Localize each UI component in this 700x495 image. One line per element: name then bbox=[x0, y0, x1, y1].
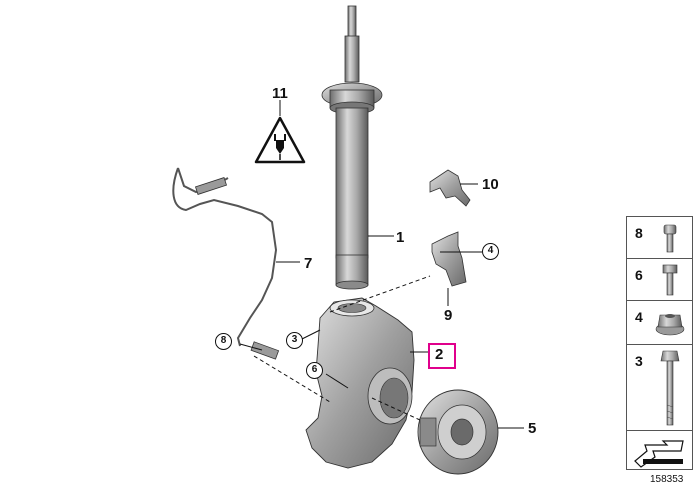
circled-callout-3: 3 bbox=[286, 332, 303, 349]
legend-number: 4 bbox=[635, 309, 643, 325]
circled-callout-4: 4 bbox=[482, 243, 499, 260]
legend-number: 3 bbox=[635, 353, 643, 369]
callout-1: 1 bbox=[396, 229, 405, 246]
circled-callout-8: 8 bbox=[215, 333, 232, 350]
bracket-part-10 bbox=[429, 169, 471, 207]
reference-arrow-icon bbox=[634, 440, 684, 468]
callout-11: 11 bbox=[272, 85, 288, 102]
socket-bolt-icon bbox=[663, 224, 677, 253]
legend-item: 6 bbox=[627, 259, 692, 301]
legend-item: 8 bbox=[627, 217, 692, 259]
callout-9: 9 bbox=[444, 307, 453, 324]
long-bolt-icon bbox=[660, 350, 680, 426]
abs-sensor-wire bbox=[172, 167, 280, 360]
legend-item: 3 bbox=[627, 345, 692, 431]
steering-knuckle bbox=[305, 297, 415, 469]
callout-7: 7 bbox=[304, 255, 313, 272]
legend-item: 4 bbox=[627, 301, 692, 345]
legend-arrow-cell bbox=[627, 431, 692, 469]
leader-lines bbox=[239, 100, 524, 429]
warning-triangle-icon bbox=[254, 116, 306, 164]
circled-callout-6: 6 bbox=[306, 362, 323, 379]
highlight-box-part-2 bbox=[428, 343, 456, 369]
diagram-reference-number: 158353 bbox=[650, 474, 684, 485]
shock-strut bbox=[321, 5, 383, 290]
bracket-part-9 bbox=[431, 231, 467, 287]
legend-number: 8 bbox=[635, 225, 643, 241]
callout-2: 2 bbox=[435, 346, 444, 363]
hex-bolt-icon bbox=[662, 264, 678, 296]
fastener-legend: 8 6 4 3 bbox=[626, 216, 693, 470]
wheel-hub bbox=[417, 389, 499, 475]
legend-number: 6 bbox=[635, 267, 643, 283]
callout-5: 5 bbox=[528, 420, 537, 437]
callout-10: 10 bbox=[482, 176, 499, 193]
flange-nut-icon bbox=[655, 314, 685, 336]
